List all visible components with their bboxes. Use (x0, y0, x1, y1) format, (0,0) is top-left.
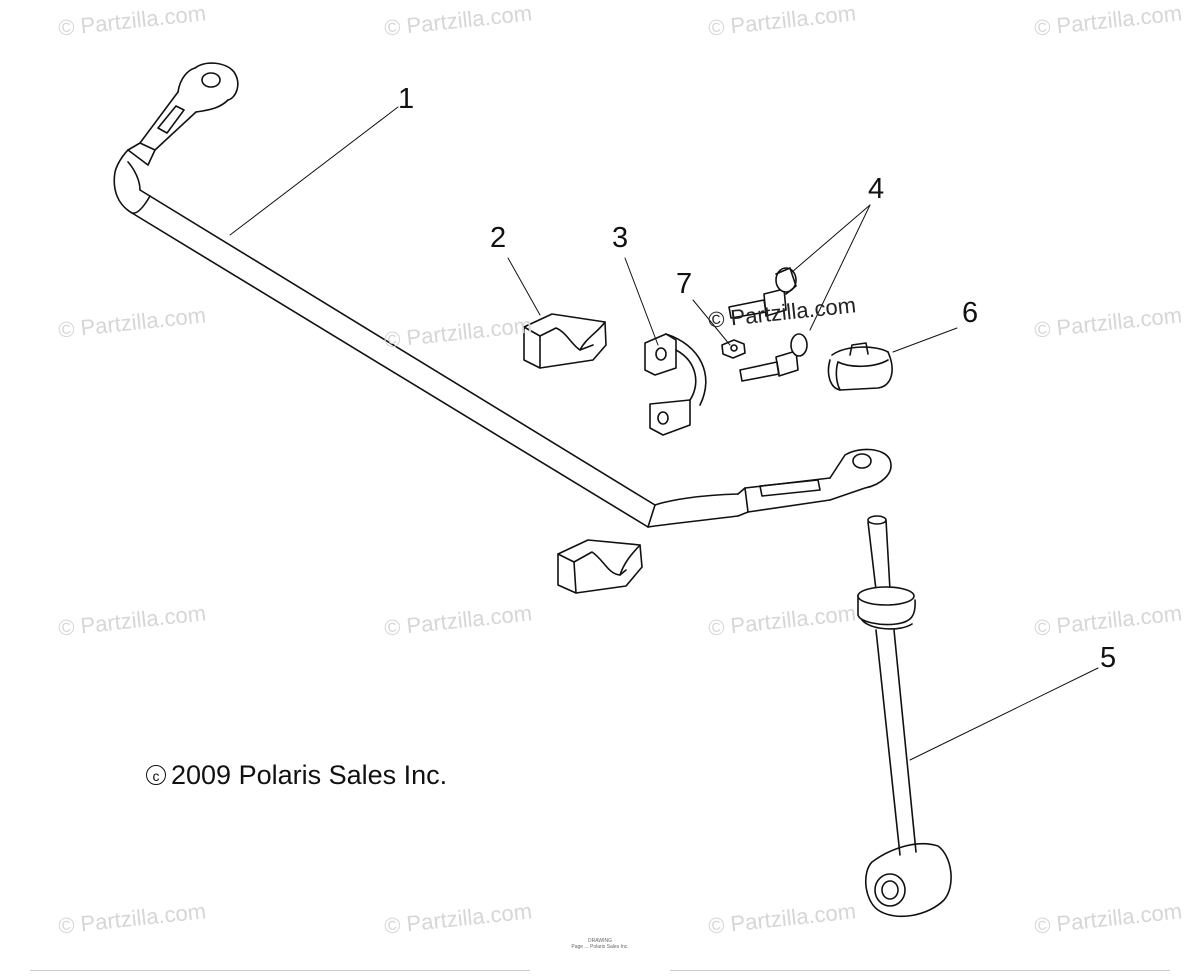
stabilizer-link (857, 515, 952, 918)
clamp-bracket (644, 333, 707, 436)
callout-4: 4 (868, 173, 885, 205)
footer: DRAWING Page ... Polaris Sales Inc. (0, 938, 1200, 950)
leader-lines (229, 106, 1099, 761)
callout-6: 6 (962, 297, 979, 329)
bolt-lower (739, 333, 808, 382)
callout-1: 1 (398, 83, 415, 115)
copyright-symbol: c (146, 765, 166, 785)
callout-2: 2 (490, 222, 507, 254)
bottom-rule-left (30, 970, 530, 971)
stabilizer-bar (113, 62, 892, 528)
grommet (827, 342, 893, 391)
callout-7: 7 (676, 268, 693, 300)
bushing-upper (523, 313, 607, 369)
footer-line-1: DRAWING (588, 938, 612, 944)
callout-3: 3 (612, 222, 629, 254)
callout-5: 5 (1100, 642, 1117, 674)
bushing-lower (557, 539, 643, 594)
bottom-rule-right (670, 970, 1170, 971)
bolt-upper (728, 267, 797, 319)
footer-line-2: Page ... Polaris Sales Inc. (571, 944, 629, 950)
nut (721, 339, 746, 359)
copyright-text: 2009 Polaris Sales Inc. (171, 760, 448, 790)
